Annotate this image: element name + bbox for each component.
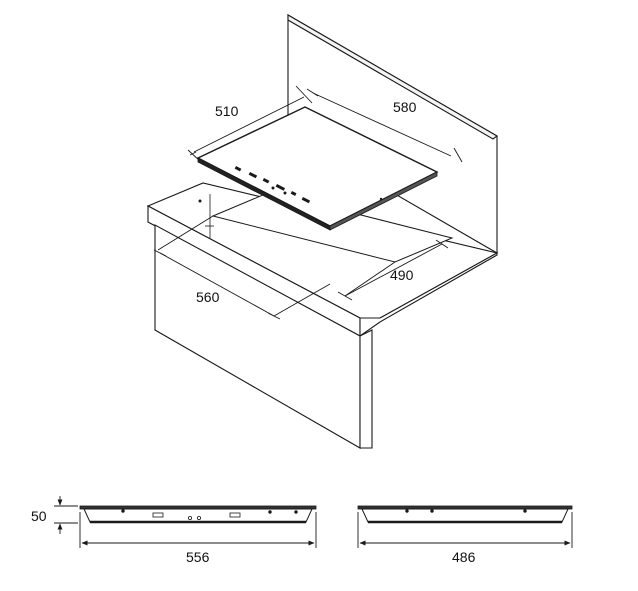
dim-580-label: 580 <box>393 99 417 115</box>
dim-510-label: 510 <box>215 103 239 119</box>
dim-486-label: 486 <box>452 549 476 565</box>
dim-490 <box>337 239 449 301</box>
dim-50-label: 50 <box>31 508 47 524</box>
dim-490-label: 490 <box>390 267 414 283</box>
back-wall <box>287 14 498 254</box>
side-view <box>357 505 573 524</box>
dim-556-label: 556 <box>186 549 210 565</box>
dim-556 <box>79 512 317 548</box>
front-view <box>79 505 317 524</box>
dim-510 <box>187 85 313 162</box>
worktop-thickness-marker <box>198 194 214 238</box>
dim-486 <box>357 512 573 548</box>
dim-560-label: 560 <box>196 289 220 305</box>
control-panel-marks <box>234 165 383 204</box>
dim-560 <box>153 215 331 320</box>
dim-50 <box>54 496 78 534</box>
dim-580 <box>306 88 463 163</box>
hob-top <box>196 106 439 231</box>
